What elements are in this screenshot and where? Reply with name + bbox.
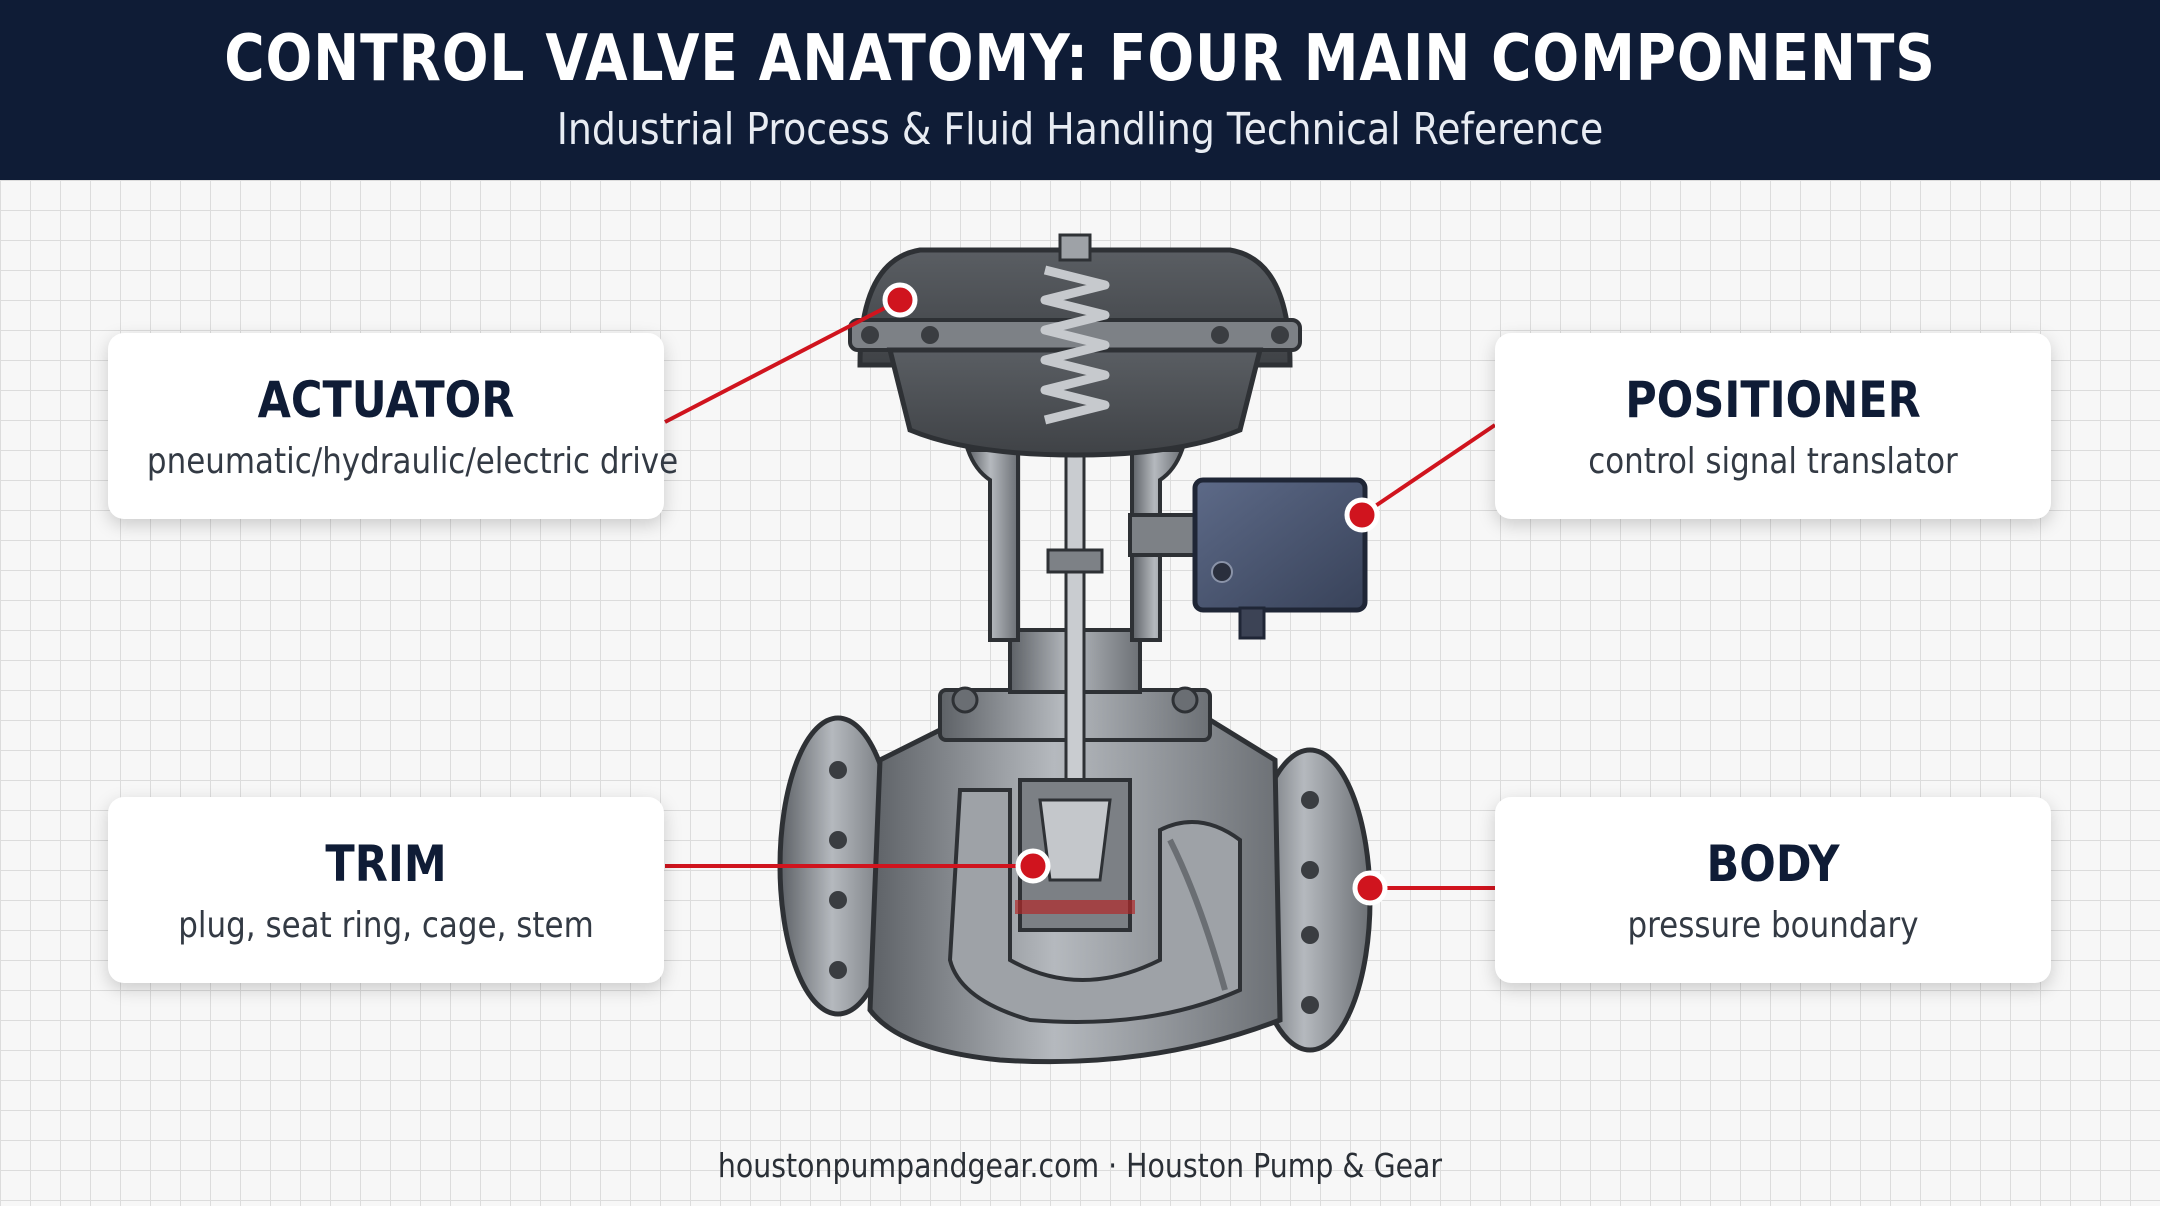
positioner-leader-line (1360, 423, 1497, 517)
header-banner: CONTROL VALVE ANATOMY: FOUR MAIN COMPONE… (0, 0, 2160, 180)
positioner-description: control signal translator (1588, 441, 1958, 482)
actuator-callout-dot (882, 282, 918, 318)
trim-card: TRIM plug, seat ring, cage, stem (108, 797, 664, 983)
page-title: CONTROL VALVE ANATOMY: FOUR MAIN COMPONE… (224, 22, 1936, 96)
actuator-leader-line (664, 298, 901, 424)
body-card: BODY pressure boundary (1495, 797, 2051, 983)
trim-title: TRIM (325, 835, 447, 893)
body-title: BODY (1706, 835, 1840, 893)
page-subtitle: Industrial Process & Fluid Handling Tech… (556, 104, 1604, 155)
actuator-card: ACTUATOR pneumatic/hydraulic/electric dr… (108, 333, 679, 519)
trim-description: plug, seat ring, cage, stem (178, 905, 594, 946)
valve-positioner (1128, 477, 1368, 640)
trim-callout-dot (1015, 848, 1051, 884)
body-description: pressure boundary (1627, 905, 1919, 946)
actuator-title: ACTUATOR (257, 371, 515, 429)
body-callout-dot (1352, 870, 1388, 906)
valve-actuator (848, 233, 1302, 458)
positioner-title: POSITIONER (1625, 371, 1921, 429)
actuator-description: pneumatic/hydraulic/electric drive (146, 441, 679, 482)
positioner-card: POSITIONER control signal translator (1495, 333, 2051, 519)
positioner-callout-dot (1344, 497, 1380, 533)
footer-credit: houstonpumpandgear.com · Houston Pump & … (717, 1146, 1443, 1185)
